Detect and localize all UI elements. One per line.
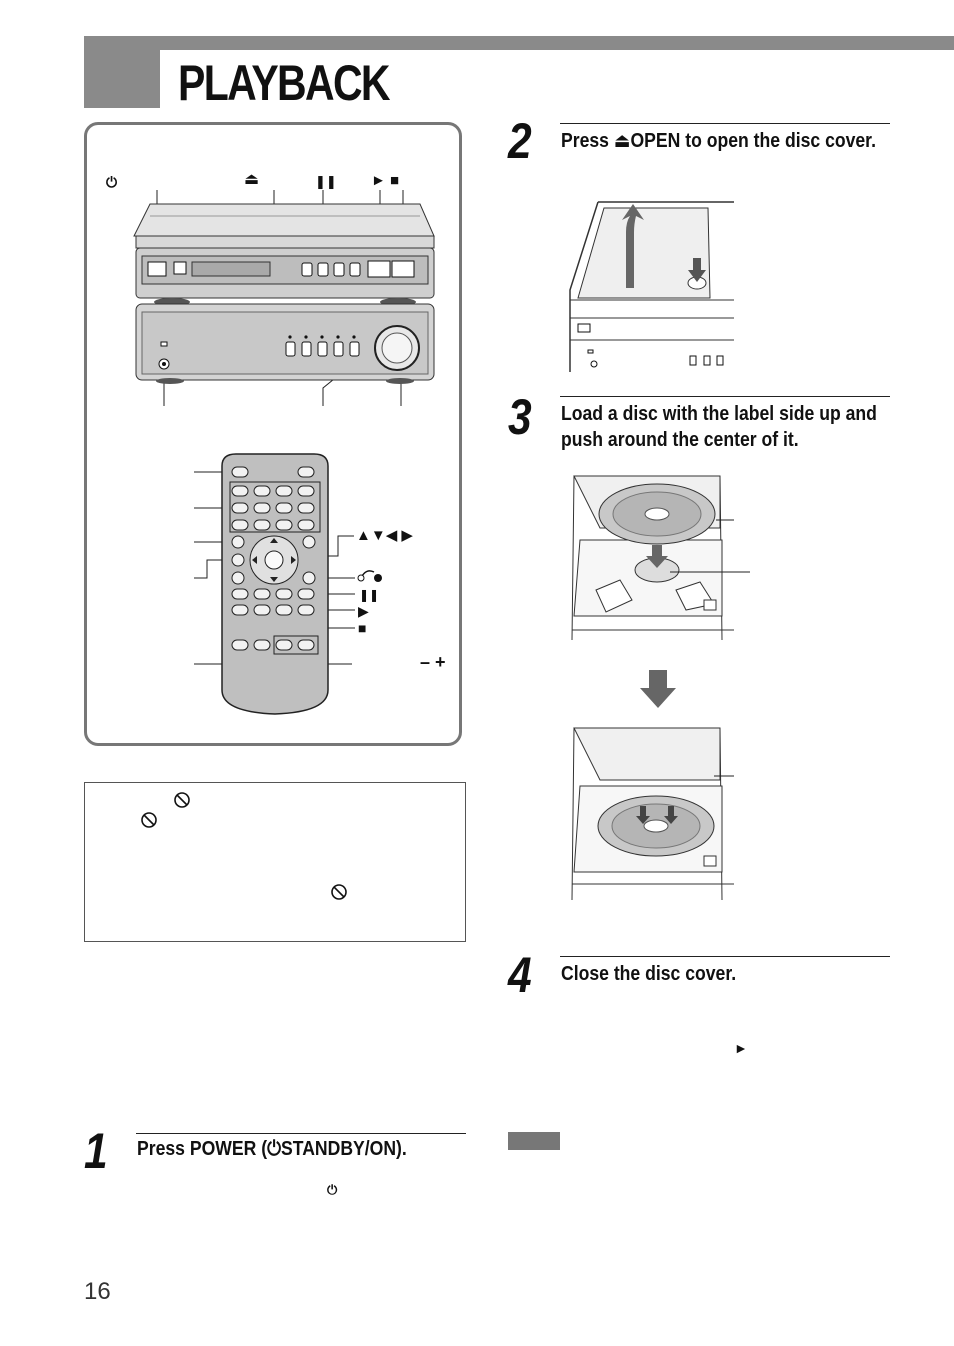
page-title: PLAYBACK [178, 55, 391, 111]
page-number: 16 [84, 1278, 111, 1305]
step-3-rule [560, 396, 890, 397]
step-1-text: Press POWER (⏻STANDBY/ON). [137, 1138, 407, 1160]
step-1-number: 1 [84, 1123, 108, 1179]
play-symbol: ► [734, 1040, 748, 1056]
step-4-rule [560, 956, 890, 957]
step-4-text: Close the disc cover. [561, 963, 737, 985]
step-2-number: 2 [508, 113, 532, 169]
eject-symbol: ⏏ [244, 171, 260, 188]
step-1-rule [136, 1133, 466, 1134]
pause-symbol: ❚❚ [315, 174, 337, 189]
arrow-keys-symbol: ▲▼◀ ▶ [356, 527, 413, 544]
note-tab [508, 1132, 560, 1150]
step-4-number: 4 [508, 947, 532, 1003]
remote-play-symbol: ▶ [358, 603, 369, 619]
play-stop-symbol: ► ■ [371, 172, 400, 189]
volume-symbol: – + [420, 652, 446, 672]
step-2-text: Press ⏏OPEN to open the disc cover. [561, 130, 876, 152]
note-box [84, 782, 466, 942]
device-illustration-frame [84, 122, 462, 746]
step-3-text-line-2: push around the center of it. [561, 429, 799, 451]
step-3-text-line-1: Load a disc with the label side up and [561, 403, 877, 425]
step-2-rule [560, 123, 890, 124]
remote-stop-symbol: ■ [358, 620, 367, 636]
standby-symbol: ⏻ [327, 1182, 338, 1197]
step-3-number: 3 [508, 389, 532, 445]
power-symbol: ⏻ [106, 174, 118, 190]
remote-pause-symbol: ❚❚ [359, 588, 380, 602]
header-tab [84, 36, 160, 108]
header-bar [84, 36, 954, 50]
